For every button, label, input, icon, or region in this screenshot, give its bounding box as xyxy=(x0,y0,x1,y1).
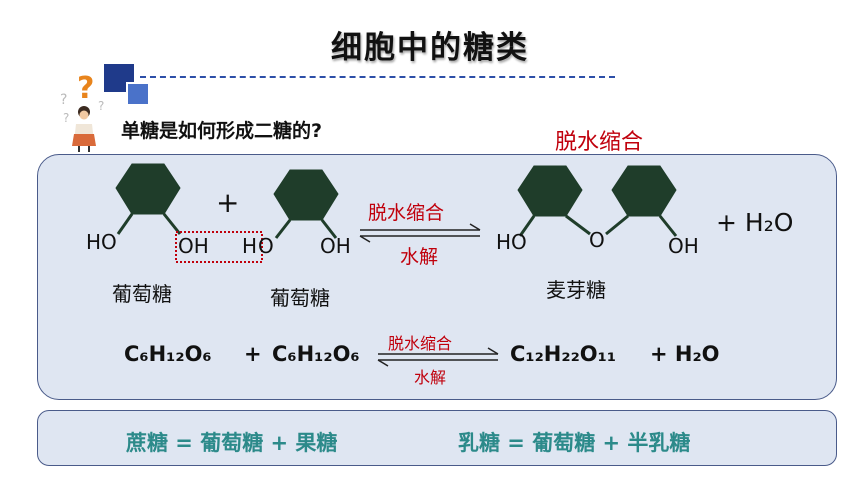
water-product: + H₂O xyxy=(716,208,794,237)
question-text: 单糖是如何形成二糖的? xyxy=(121,120,323,142)
formula-glucose-2: C₆H₁₂O₆ xyxy=(272,342,360,366)
o-bridge-label: O xyxy=(589,228,605,252)
glucose-label-2: 葡萄糖 xyxy=(270,286,330,310)
ho-label-maltose: HO xyxy=(496,230,527,254)
formula-plus: + xyxy=(244,342,262,366)
svg-text:?: ? xyxy=(98,99,104,113)
sucrose-equation: 蔗糖 = 葡萄糖 + 果糖 xyxy=(126,431,338,455)
formula-glucose-1: C₆H₁₂O₆ xyxy=(124,342,212,366)
dehydration-heading: 脱水缩合 xyxy=(555,130,644,155)
ho-label-1: HO xyxy=(86,230,117,254)
arrow-forward-label: 脱水缩合 xyxy=(368,202,445,224)
oh-label-2: OH xyxy=(320,234,351,258)
svg-text:?: ? xyxy=(60,92,67,108)
maltose-label: 麦芽糖 xyxy=(546,278,606,302)
glucose-label-1: 葡萄糖 xyxy=(112,282,172,306)
svg-text:?: ? xyxy=(77,71,94,106)
page-title: 细胞中的糖类 xyxy=(331,30,529,66)
formula-arrow-forward: 脱水缩合 xyxy=(388,334,453,353)
o-label-2: O xyxy=(258,234,274,258)
disaccharide-equations-panel xyxy=(37,410,837,466)
plus-sign: + xyxy=(216,186,240,219)
formula-maltose: C₁₂H₂₂O₁₁ xyxy=(510,342,617,366)
lactose-equation: 乳糖 = 葡萄糖 + 半乳糖 xyxy=(458,431,691,455)
formula-water: + H₂O xyxy=(650,342,720,366)
oh-label-maltose: OH xyxy=(668,234,699,258)
svg-text:?: ? xyxy=(63,111,69,125)
title-underline xyxy=(140,76,615,78)
decorative-square-light xyxy=(126,82,150,106)
arrow-backward-label: 水解 xyxy=(400,246,439,268)
oh-boxed-label: OH xyxy=(178,234,209,258)
h-boxed-label: H xyxy=(242,234,258,258)
formula-arrow-backward: 水解 xyxy=(414,368,447,387)
